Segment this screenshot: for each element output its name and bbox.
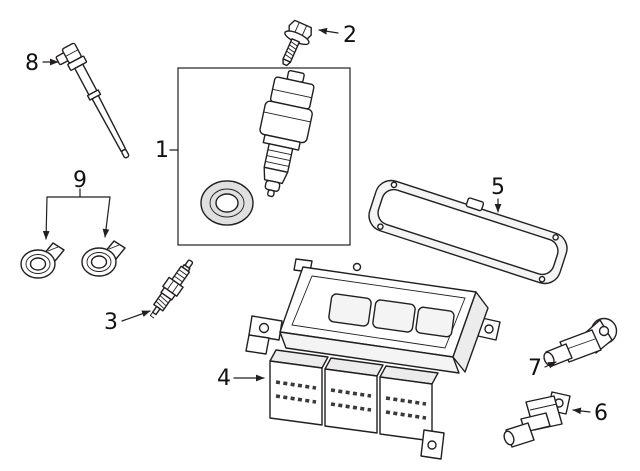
crankshaft-sensor-illustration bbox=[503, 391, 571, 448]
callout-2-label[interactable]: 2 bbox=[343, 23, 357, 48]
callout-7-leader bbox=[544, 361, 557, 369]
callout-7-label[interactable]: 7 bbox=[528, 356, 542, 381]
callout-6-leader bbox=[572, 407, 591, 415]
ecm-illustration bbox=[245, 258, 501, 460]
callout-8-label[interactable]: 8 bbox=[25, 51, 39, 76]
callout-1-label[interactable]: 1 bbox=[155, 138, 169, 163]
callout-3-label[interactable]: 3 bbox=[104, 310, 118, 335]
bolt-illustration bbox=[282, 19, 312, 67]
callout-5-label[interactable]: 5 bbox=[491, 175, 505, 200]
callout-9-leader-left bbox=[42, 196, 50, 240]
knock-sensor-right-illustration bbox=[81, 240, 126, 277]
ignition-coil-illustration bbox=[259, 69, 315, 198]
gasket-illustration bbox=[368, 179, 568, 285]
knock-sensor-left-illustration bbox=[20, 242, 65, 279]
callout-2: 2 bbox=[318, 23, 357, 48]
callout-7: 7 bbox=[528, 356, 557, 381]
callout-3-leader bbox=[121, 310, 151, 322]
rod-sensor-illustration bbox=[55, 42, 130, 159]
o-ring-illustration bbox=[200, 180, 254, 226]
callout-6: 6 bbox=[572, 401, 608, 426]
callout-3: 3 bbox=[104, 310, 151, 335]
callout-9-label[interactable]: 9 bbox=[73, 168, 87, 193]
callout-6-label[interactable]: 6 bbox=[594, 401, 608, 426]
callout-9-leader-right bbox=[102, 196, 111, 238]
callout-4: 4 bbox=[217, 366, 265, 391]
callout-5: 5 bbox=[491, 175, 505, 213]
spark-plug-illustration bbox=[149, 259, 194, 319]
callout-9: 9 bbox=[42, 168, 111, 240]
camshaft-sensor-illustration bbox=[543, 317, 618, 367]
callout-2-leader bbox=[318, 27, 339, 35]
coil-detail-box bbox=[177, 67, 351, 246]
callout-8: 8 bbox=[25, 51, 59, 76]
callout-1: 1 bbox=[155, 138, 179, 163]
callout-9-bracket bbox=[46, 188, 111, 198]
callout-4-label[interactable]: 4 bbox=[217, 366, 231, 391]
